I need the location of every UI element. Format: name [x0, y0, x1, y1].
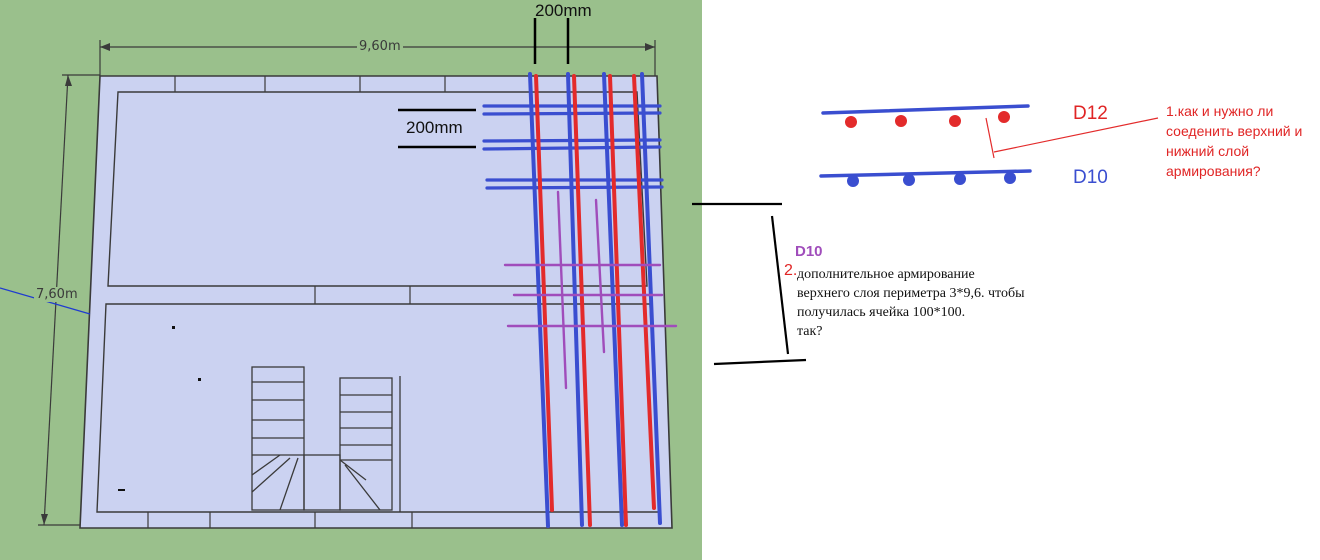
section-lower-label: D10: [1073, 167, 1108, 188]
question-2-title: D10: [795, 243, 823, 260]
question-2-line: получилась ячейка 100*100.: [797, 305, 966, 320]
section-upper-label: D12: [1073, 103, 1108, 124]
specks: [118, 326, 201, 491]
height-dimension-label: 7,60m: [34, 287, 80, 302]
lower-layer-dots: [847, 172, 1016, 187]
question-1-number: 1.: [1166, 103, 1178, 119]
question-2-line: верхнего слоя периметра 3*9,6. чтобы: [797, 286, 1025, 301]
wall-joints: [147, 76, 446, 528]
rebar-vertical-blue: [528, 72, 662, 528]
spacing-side-label: 200mm: [406, 118, 463, 137]
question-1: 1.как и нужно ли соеденить верхний и ниж…: [1166, 101, 1306, 181]
question-2-text: дополнительное армирование верхнего слоя…: [797, 265, 1077, 341]
upper-layer-bar: [821, 104, 1030, 115]
question-2-line: так?: [797, 324, 823, 339]
upper-layer-dots: [845, 111, 1010, 128]
upper-room: [107, 91, 648, 287]
spacing-marker-top: [533, 18, 570, 64]
question-1-text: как и нужно ли соеденить верхний и нижни…: [1166, 103, 1303, 179]
section-diagram: [819, 104, 1159, 187]
spacing-top-label: 200mm: [535, 1, 592, 20]
question-2-bracket: [692, 202, 807, 366]
question-2-line: дополнительное армирование: [797, 267, 975, 282]
width-dimension-label: 9,60m: [357, 39, 403, 54]
spacing-marker-side: [398, 108, 476, 149]
connection-marker: [985, 117, 1159, 159]
question-2-number: 2.: [784, 262, 798, 279]
rebar-vertical-red: [534, 74, 656, 527]
rebar-purple: [503, 190, 678, 390]
stairs: [251, 366, 401, 512]
lower-layer-bar: [819, 169, 1032, 178]
